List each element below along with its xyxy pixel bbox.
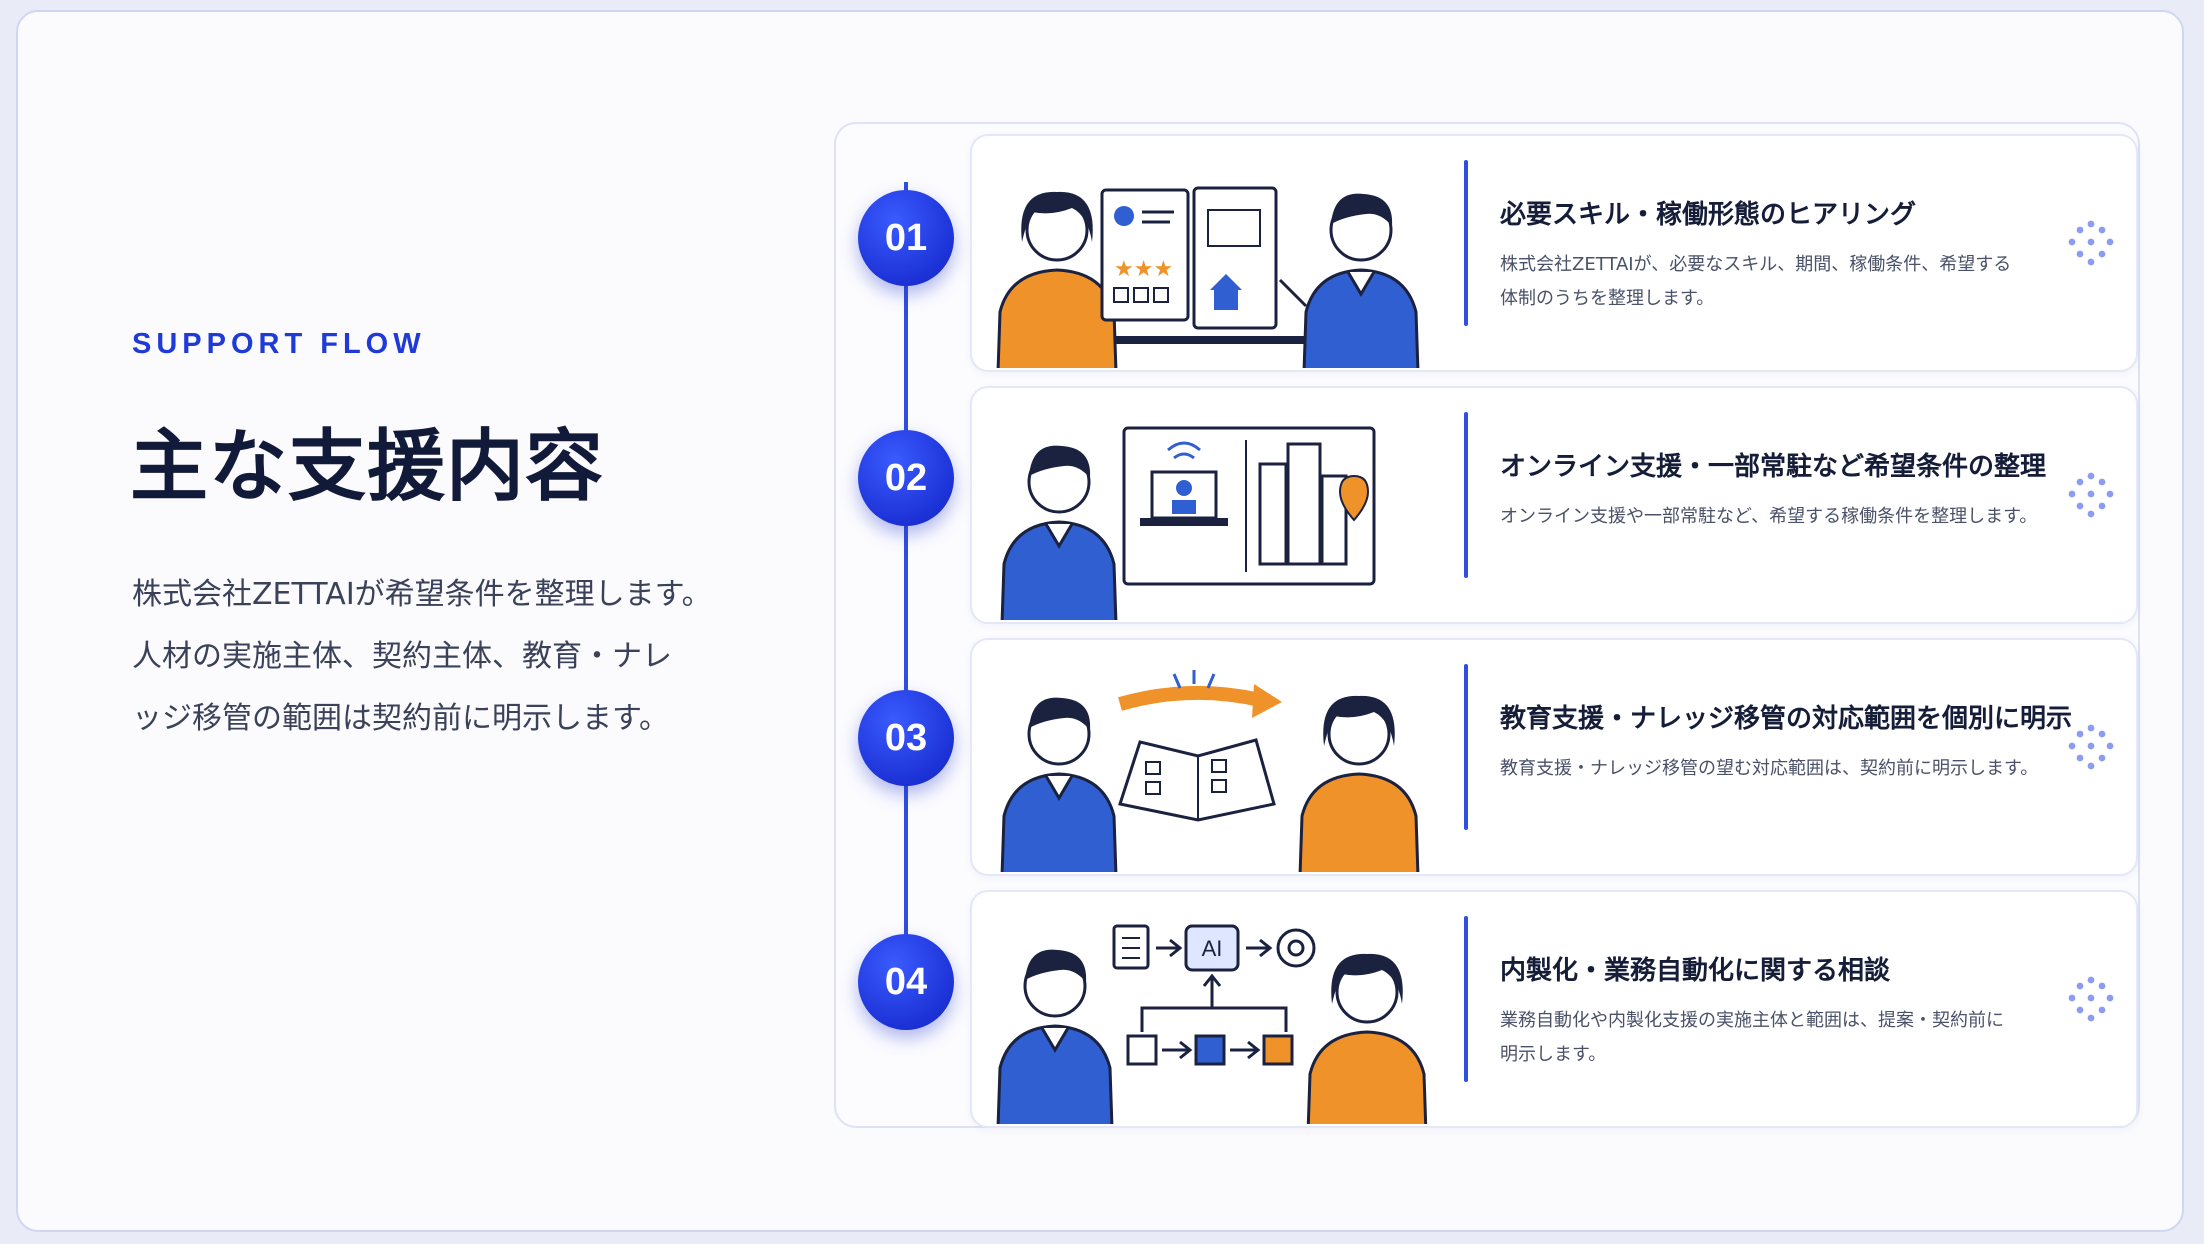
step-description: 教育支援・ナレッジ移管の望む対応範囲は、契約前に明示します。 bbox=[1500, 752, 2060, 786]
step-card-automation[interactable]: AI 内製化・業務自動化に関する相談 業務自動化や内製化支援の実施主体と範囲は、… bbox=[970, 890, 2138, 1128]
step-title: 必要スキル・稼働形態のヒアリング bbox=[1500, 200, 1917, 230]
section-eyebrow: SUPPORT FLOW bbox=[132, 328, 426, 360]
description-line: 人材の実施主体、契約主体、教育・ナレ bbox=[132, 639, 672, 674]
step-title: 教育支援・ナレッジ移管の対応範囲を個別に明示 bbox=[1500, 704, 2073, 734]
page-title: 主な支援内容 bbox=[130, 422, 605, 512]
step-number-badge: 02 bbox=[858, 430, 954, 526]
separator bbox=[1464, 412, 1468, 578]
description-line: ッジ移管の範囲は契約前に明示します。 bbox=[132, 701, 669, 736]
step-card-knowledge-transfer[interactable]: 教育支援・ナレッジ移管の対応範囲を個別に明示 教育支援・ナレッジ移管の望む対応範… bbox=[970, 638, 2138, 876]
step-number-badge: 03 bbox=[858, 690, 954, 786]
description-line: 株式会社ZETTAIが希望条件を整理します。 bbox=[132, 577, 712, 612]
step-description-line: 教育支援・ナレッジ移管の望む対応範囲は、契約前に明示します。 bbox=[1500, 758, 2039, 779]
knowledge-transfer-illustration bbox=[1000, 670, 1420, 872]
step-number-badge: 04 bbox=[858, 934, 954, 1030]
step-description-line: オンライン支援や一部常駐など、希望する稼働条件を整理します。 bbox=[1500, 506, 2038, 527]
svg-text:★★★: ★★★ bbox=[1114, 257, 1173, 282]
step-description: 株式会社ZETTAIが、必要なスキル、期間、稼働条件、希望する 体制のうちを整理… bbox=[1500, 248, 2060, 316]
timeline-line bbox=[904, 182, 908, 982]
separator bbox=[1464, 916, 1468, 1082]
step-description-line: 体制のうちを整理します。 bbox=[1500, 288, 1715, 309]
step-description: 業務自動化や内製化支援の実施主体と範囲は、提案・契約前に 明示します。 bbox=[1500, 1004, 2060, 1072]
step-title: 内製化・業務自動化に関する相談 bbox=[1500, 956, 1891, 986]
dots-grid-icon[interactable] bbox=[2068, 724, 2114, 770]
separator bbox=[1464, 664, 1468, 830]
separator bbox=[1464, 160, 1468, 326]
hearing-illustration: ★★★ bbox=[996, 186, 1420, 368]
ai-label: AI bbox=[1202, 936, 1223, 961]
step-number-badge: 01 bbox=[858, 190, 954, 286]
page-description: 株式会社ZETTAIが希望条件を整理します。 人材の実施主体、契約主体、教育・ナ… bbox=[132, 564, 732, 750]
dots-grid-icon[interactable] bbox=[2068, 220, 2114, 266]
automation-illustration: AI bbox=[996, 924, 1428, 1124]
step-description-line: 明示します。 bbox=[1500, 1044, 1607, 1065]
dots-grid-icon[interactable] bbox=[2068, 472, 2114, 518]
online-onsite-illustration bbox=[1000, 426, 1376, 620]
step-description-line: 株式会社ZETTAIが、必要なスキル、期間、稼働条件、希望する bbox=[1500, 254, 2012, 275]
step-card-hearing[interactable]: ★★★ 必要スキル・稼働形態のヒアリング 株式会社ZETTAIが、必要なスキル、… bbox=[970, 134, 2138, 372]
dots-grid-icon[interactable] bbox=[2068, 976, 2114, 1022]
step-card-online-onsite[interactable]: オンライン支援・一部常駐など希望条件の整理 オンライン支援や一部常駐など、希望す… bbox=[970, 386, 2138, 624]
step-description-line: 業務自動化や内製化支援の実施主体と範囲は、提案・契約前に bbox=[1500, 1010, 2004, 1031]
step-description: オンライン支援や一部常駐など、希望する稼働条件を整理します。 bbox=[1500, 500, 2060, 534]
step-title: オンライン支援・一部常駐など希望条件の整理 bbox=[1500, 452, 2047, 482]
